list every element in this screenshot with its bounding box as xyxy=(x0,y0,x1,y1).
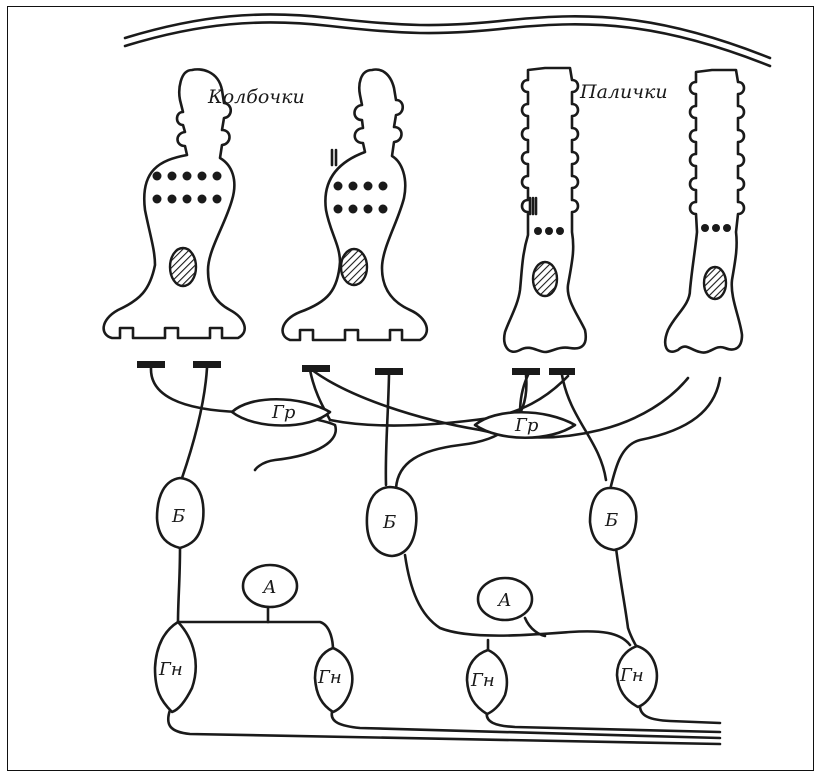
bipolar-cell-2: Б xyxy=(367,487,416,556)
rod-1-mitochondria xyxy=(534,227,564,235)
rod-cell-1 xyxy=(504,68,586,352)
ganglion-cell-2: Гн xyxy=(315,648,352,712)
amacrine-cell-2: А xyxy=(478,578,532,620)
amacrine-cell-1: А xyxy=(243,565,297,607)
ganglion-cell-3: Гн xyxy=(467,650,507,714)
horizontal-cell-2-label: Гр xyxy=(514,415,539,436)
amacrine-cell-1-label: А xyxy=(261,577,277,598)
rods-label: Палички xyxy=(579,81,668,103)
ganglion-cell-2-label: Гн xyxy=(317,667,342,688)
ganglion-cell-1: Гн xyxy=(155,622,196,712)
horizontal-cell-2: Гр xyxy=(475,412,575,438)
cone-cell-2 xyxy=(283,70,427,340)
pigment-epithelium xyxy=(125,14,770,66)
amacrine-cell-2-label: А xyxy=(496,590,512,611)
bipolar-cell-1: Б xyxy=(157,478,203,548)
bipolar-cell-2-label: Б xyxy=(382,512,396,533)
rod-2-mitochondria xyxy=(701,224,731,232)
horizontal-cell-1: Гр xyxy=(232,399,330,425)
rod-1-nucleus xyxy=(533,262,557,296)
bipolar-cell-3: Б xyxy=(590,488,636,550)
ganglion-cell-4: Гн xyxy=(617,646,657,707)
cone-1-nucleus xyxy=(170,248,196,286)
cones-label: Колбочки xyxy=(207,86,305,108)
cone-cell-1 xyxy=(104,69,245,338)
ganglion-cell-1-label: Гн xyxy=(158,659,183,680)
rod-2-nucleus xyxy=(704,267,726,299)
bipolar-cell-1-label: Б xyxy=(171,506,185,527)
cone-2-nucleus xyxy=(341,249,367,285)
ganglion-cell-4-label: Гн xyxy=(619,665,644,686)
rod-cell-2 xyxy=(665,70,744,353)
synaptic-terminals xyxy=(137,361,575,375)
horizontal-cell-1-label: Гр xyxy=(271,402,296,423)
ganglion-cell-3-label: Гн xyxy=(470,670,495,691)
bipolar-cell-3-label: Б xyxy=(604,510,618,531)
